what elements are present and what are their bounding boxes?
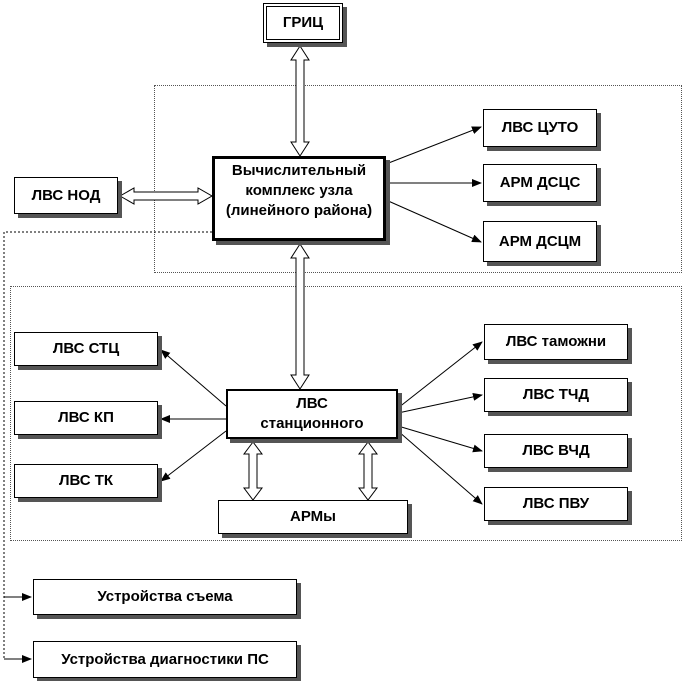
link-station-pvu — [397, 430, 483, 505]
link-vk-cuto — [385, 126, 482, 165]
link-vk-station — [290, 243, 310, 390]
node-lvs-kp: ЛВС КП — [14, 401, 158, 435]
link-station-customs — [397, 341, 483, 409]
node-lvs-tchd: ЛВС ТЧД — [484, 378, 628, 412]
node-lvs-tk-label: ЛВС ТК — [58, 472, 114, 489]
node-dev-diag: Устройства диагностики ПС — [33, 641, 297, 678]
node-arms: АРМы — [218, 500, 408, 534]
link-station-stc — [160, 349, 227, 407]
node-lvs-pvu-label: ЛВС ПВУ — [522, 495, 590, 512]
link-station-vchd — [397, 425, 483, 453]
link-station-tk — [160, 430, 227, 482]
node-arm-dscm: АРМ ДСЦМ — [483, 221, 597, 262]
node-dev-diag-label: Устройства диагностики ПС — [61, 650, 269, 668]
node-vk-uzla-label: Вычислительный комплекс узла (линейного … — [225, 162, 373, 219]
node-lvs-nod-label: ЛВС НОД — [31, 186, 101, 204]
node-arm-dscm-label: АРМ ДСЦМ — [498, 232, 582, 250]
node-dev-read: Устройства съема — [33, 579, 297, 615]
node-lvs-station-label: ЛВС станционного — [260, 395, 364, 432]
node-arm-dscs-label: АРМ ДСЦС — [499, 174, 581, 191]
link-station-arms-left — [243, 441, 263, 501]
node-lvs-kp-label: ЛВС КП — [58, 409, 114, 426]
node-dev-read-label: Устройства съема — [97, 588, 233, 605]
node-lvs-customs-label: ЛВС таможни — [505, 333, 607, 350]
link-nod-vk — [118, 187, 214, 205]
node-lvs-vchd-label: ЛВС ВЧД — [522, 442, 590, 459]
node-gric-label: ГРИЦ — [282, 14, 324, 31]
link-gric-vk — [290, 45, 310, 157]
node-lvs-customs: ЛВС таможни — [484, 324, 628, 360]
link-vk-dscm — [385, 199, 482, 243]
node-gric: ГРИЦ — [263, 3, 343, 43]
node-lvs-vchd: ЛВС ВЧД — [484, 434, 628, 468]
node-lvs-tk: ЛВС ТК — [14, 464, 158, 498]
link-station-tchd — [397, 392, 483, 414]
node-lvs-tchd-label: ЛВС ТЧД — [522, 386, 590, 403]
node-vk-uzla: Вычислительный комплекс узла (линейного … — [212, 156, 386, 241]
node-arms-label: АРМы — [290, 508, 336, 525]
node-lvs-station: ЛВС станционного — [226, 389, 398, 439]
link-station-arms-right — [358, 441, 378, 501]
node-lvs-stc: ЛВС СТЦ — [14, 332, 158, 366]
node-lvs-cuto-label: ЛВС ЦУТО — [501, 119, 579, 136]
node-lvs-cuto: ЛВС ЦУТО — [483, 109, 597, 147]
device-bus-line — [3, 231, 212, 659]
node-lvs-nod: ЛВС НОД — [14, 177, 118, 214]
node-arm-dscs: АРМ ДСЦС — [483, 164, 597, 202]
node-lvs-pvu: ЛВС ПВУ — [484, 487, 628, 521]
node-lvs-stc-label: ЛВС СТЦ — [52, 340, 120, 357]
